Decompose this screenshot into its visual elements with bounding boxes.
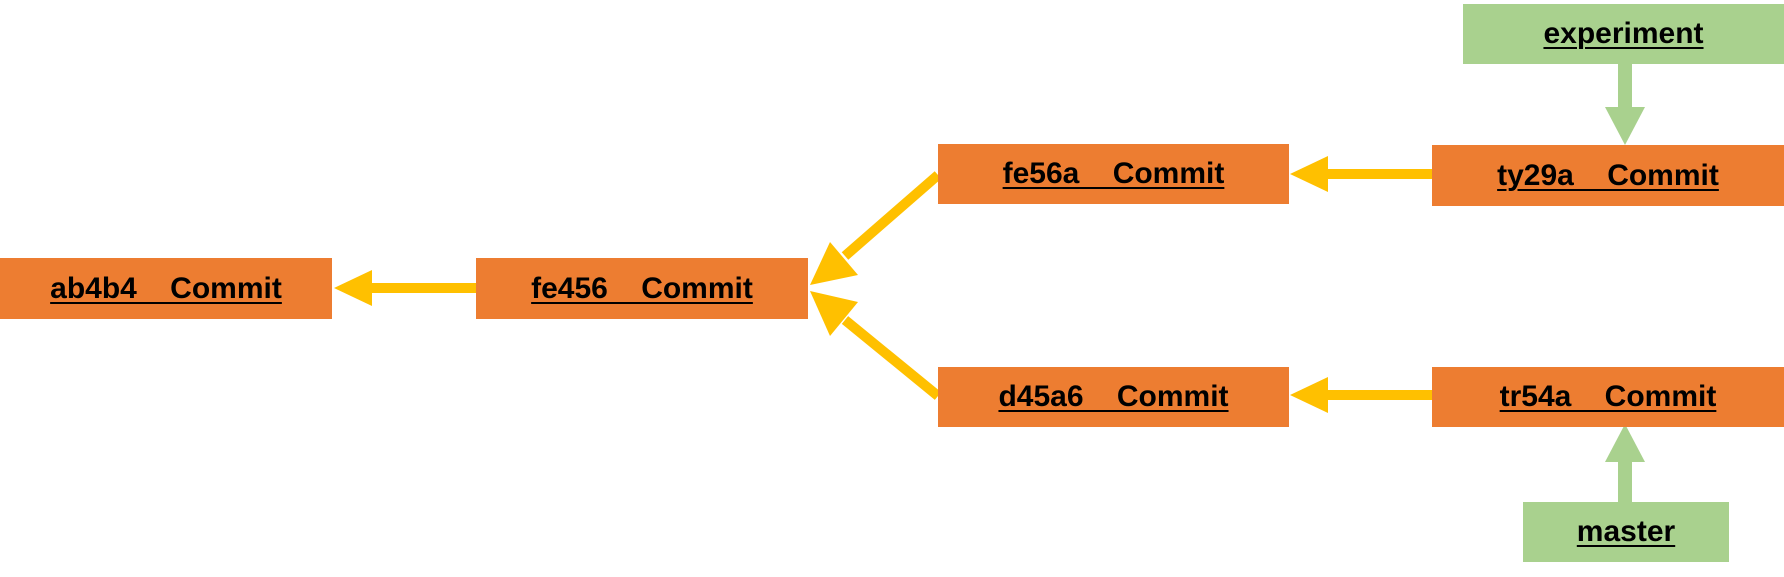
commit-ty29a-label: ty29a Commit xyxy=(1497,158,1719,192)
branch-master: master xyxy=(1523,502,1729,562)
commit-tr54a-label: tr54a Commit xyxy=(1499,380,1717,413)
commit-fe456-label: fe456 Commit xyxy=(531,271,753,305)
commit-d45a6-label: d45a6 Commit xyxy=(998,380,1229,413)
parent-arrow-tr54a-to-d45a6 xyxy=(1290,377,1432,413)
commit-fe56a-label: fe56a Commit xyxy=(1002,157,1225,190)
branch-arrow-experiment-to-ty29a xyxy=(1605,64,1645,145)
parent-arrow-ty29a-to-fe56a xyxy=(1290,156,1432,192)
parent-arrow-fe56a-to-fe456 xyxy=(810,171,942,285)
commit-ab4b4: ab4b4 Commit xyxy=(0,258,332,319)
commit-fe56a: fe56a Commit xyxy=(938,144,1289,204)
branch-arrow-master-to-tr54a xyxy=(1605,424,1645,502)
commit-ab4b4-label: ab4b4 Commit xyxy=(50,271,282,305)
parent-arrow-d45a6-to-fe456 xyxy=(810,291,942,400)
branch-experiment-label: experiment xyxy=(1543,17,1704,50)
commit-tr54a: tr54a Commit xyxy=(1432,367,1784,427)
commit-d45a6: d45a6 Commit xyxy=(938,367,1289,427)
parent-arrow-fe456-to-ab4b4 xyxy=(334,270,476,306)
commit-fe456: fe456 Commit xyxy=(476,258,808,319)
branch-experiment: experiment xyxy=(1463,4,1784,64)
commit-ty29a: ty29a Commit xyxy=(1432,145,1784,206)
branch-master-label: master xyxy=(1576,515,1676,548)
